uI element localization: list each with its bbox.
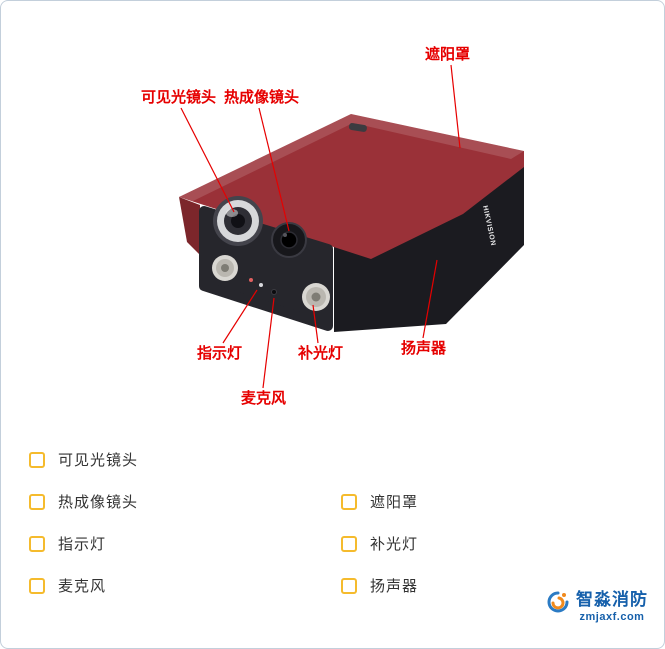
checkbox[interactable]: [29, 535, 45, 552]
checkbox[interactable]: [341, 577, 357, 594]
leader-speaker: [422, 259, 438, 339]
sunshade-highlight: [179, 114, 524, 202]
top-mount-nub: [348, 123, 367, 132]
checkbox[interactable]: [341, 493, 357, 510]
brand-watermark: 智淼消防 zmjaxf.com: [546, 590, 648, 624]
leader-lines: [180, 64, 461, 389]
checkbox[interactable]: [29, 451, 45, 468]
indicator-led: [259, 283, 263, 287]
brand-name: 智淼消防: [576, 590, 648, 609]
camera-diagram: HIKVISION 可见光镜头 热成像镜头 遮阳罩 指示灯 补光灯 麦克风 扬声…: [1, 1, 664, 441]
callout-indicator: 指示灯: [197, 345, 243, 362]
sunshade-visor-flap: [179, 197, 200, 255]
callout-visible-lens: 可见光镜头: [141, 89, 217, 106]
legend-label: 麦克风: [58, 578, 107, 595]
fill-light: [302, 283, 330, 311]
legend-item-speaker: 扬声器: [341, 575, 418, 596]
checkbox[interactable]: [29, 577, 45, 594]
legend-label: 补光灯: [370, 536, 419, 553]
callout-microphone: 麦克风: [241, 390, 287, 407]
legend-item-indicator: 指示灯: [29, 533, 106, 554]
callout-speaker: 扬声器: [401, 340, 447, 357]
legend-label: 指示灯: [58, 536, 107, 553]
legend-item-visible-lens: 可见光镜头: [29, 449, 138, 470]
legend-label: 扬声器: [370, 578, 419, 595]
leader-indicator: [222, 289, 258, 344]
callout-fill-light: 补光灯: [298, 345, 344, 362]
checkbox[interactable]: [29, 493, 45, 510]
leader-thermal-lens: [258, 107, 290, 232]
thermal-lens: [271, 222, 307, 258]
checkbox[interactable]: [341, 535, 357, 552]
legend-label: 热成像镜头: [58, 494, 139, 511]
camera-sunshade: [179, 114, 524, 259]
camera-illustration: HIKVISION: [179, 64, 524, 389]
legend-item-microphone: 麦克风: [29, 575, 106, 596]
leader-visible-lens: [180, 107, 235, 213]
leader-fill-light: [312, 304, 319, 344]
left-illuminator: [212, 255, 238, 281]
callout-sunshade: 遮阳罩: [425, 46, 471, 63]
microphone-hole: [271, 289, 277, 295]
callout-thermal-lens: 热成像镜头: [224, 89, 300, 106]
legend-item-sunshade: 遮阳罩: [341, 491, 418, 512]
indicator-led: [249, 278, 253, 282]
brand-website: zmjaxf.com: [579, 611, 645, 623]
legend-item-fill-light: 补光灯: [341, 533, 418, 554]
brand-logo-icon: [547, 591, 569, 613]
legend-label: 遮阳罩: [370, 494, 419, 511]
legend-item-thermal-lens: 热成像镜头: [29, 491, 138, 512]
visible-light-lens: [213, 196, 263, 246]
legend-label: 可见光镜头: [58, 452, 139, 469]
leader-microphone: [262, 297, 275, 389]
leader-sunshade: [450, 64, 461, 149]
